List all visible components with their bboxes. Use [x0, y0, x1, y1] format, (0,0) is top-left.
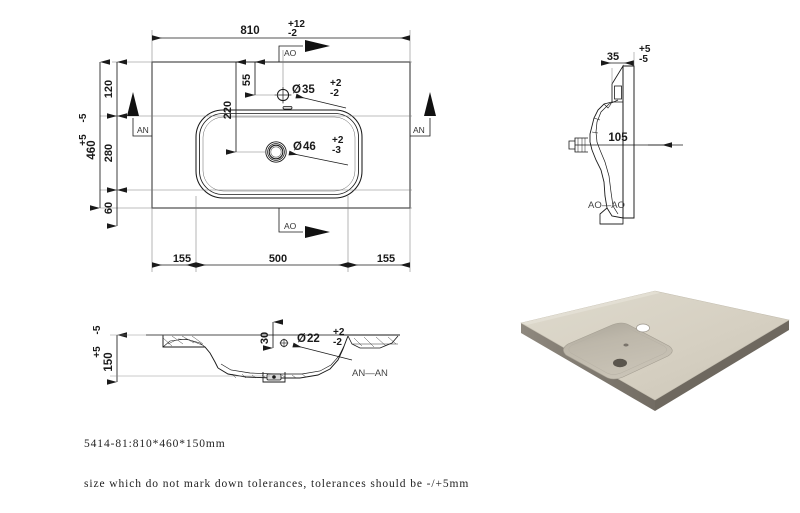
dim-width-center: 500	[196, 253, 348, 268]
dim-width-right-value: 155	[377, 253, 395, 265]
section-an-group: 150 +5 -5 30 Ø22 +2 -2 AN—AN	[92, 319, 400, 385]
render-bowl-recess	[563, 322, 673, 380]
callout-drain-hole: Ø46 +2 -3	[288, 135, 349, 166]
section-an-label: AN—AN	[352, 368, 388, 379]
dim-to-tap-hole-value: 55	[241, 74, 253, 86]
dim-back-rim: 35 +5 -5	[601, 44, 651, 84]
dim-overflow-offset-value: 30	[259, 332, 271, 344]
dim-width-left: 155	[152, 253, 196, 268]
dim-to-bowl: 220	[222, 59, 246, 155]
render-highlight	[521, 291, 660, 325]
dim-bowl-band: 280	[103, 113, 127, 193]
overflow-value: 22	[307, 333, 320, 345]
overflow-slot	[282, 106, 293, 110]
dim-depth-tol-upper: +5	[78, 134, 89, 146]
isometric-render-group	[520, 290, 790, 411]
callout-overflow-label: Ø22	[297, 333, 320, 345]
dim-depth-value: 460	[86, 140, 98, 159]
dim-width-right: 155	[348, 253, 410, 268]
section-marker-ao-bottom: AO	[278, 208, 330, 238]
dim-back-rim-value: 35	[607, 51, 619, 63]
dim-width-tol-upper: +12	[288, 19, 305, 30]
bowl-outline	[195, 109, 363, 199]
section-marker-ao-top-label: AO	[284, 48, 297, 58]
dim-section-height: 150 +5 -5	[92, 325, 340, 385]
dim-width-value: 810	[240, 25, 259, 37]
callout-overflow-hole: Ø22 +2 -2	[279, 327, 353, 361]
top-view-extension-lines	[100, 30, 412, 272]
dim-back-band-value: 60	[103, 202, 115, 214]
dim-back-band: 60	[103, 187, 127, 229]
dim-back-rim-tol-upper: +5	[639, 44, 651, 55]
dim-overflow-offset: 30	[259, 319, 283, 351]
tap-hole-tol-lower: -2	[330, 88, 339, 99]
dim-depth-tol-lower: -5	[78, 113, 89, 122]
drain-hole-tol-lower: -3	[332, 145, 341, 156]
section-ao-group: 35 +5 -5 105 AO—AO	[568, 44, 683, 225]
top-view-outline	[151, 61, 411, 209]
section-marker-ao-top: AO	[278, 40, 330, 62]
dim-section-height-tol-upper: +5	[92, 346, 103, 358]
dim-front-band-value: 120	[103, 80, 115, 98]
callout-drain-hole-label: Ø46	[293, 141, 316, 153]
dim-width-tol-lower: -2	[288, 28, 297, 39]
render-drain-hole	[613, 358, 627, 368]
callout-tap-hole: Ø35 +2 -2	[292, 78, 347, 109]
dim-height-to-drain: 105	[575, 132, 683, 148]
section-ao-profile	[568, 64, 635, 225]
drain-hole-top	[265, 141, 287, 163]
section-marker-an-left-label: AN	[137, 125, 149, 135]
tap-hole-tol-upper: +2	[330, 78, 342, 89]
render-overflow-slot	[623, 343, 629, 347]
dim-bowl-band-value: 280	[103, 144, 115, 162]
section-ao-label: AO—AO	[588, 200, 625, 211]
tap-hole-value: 35	[302, 84, 315, 96]
section-marker-an-right-label: AN	[413, 125, 425, 135]
overflow-symbol: Ø	[297, 333, 306, 345]
dim-to-tap-hole: 55	[241, 59, 265, 98]
tap-hole-symbol: Ø	[292, 84, 301, 96]
top-view-group: 810 +12 -2 460 +5 -5 120 280	[78, 19, 436, 272]
section-marker-an-right: AN	[410, 92, 436, 137]
dim-section-height-value: 150	[103, 352, 115, 371]
section-marker-an-left: AN	[127, 92, 152, 137]
render-edge-front	[655, 320, 789, 411]
callout-tap-hole-label: Ø35	[292, 84, 315, 96]
section-marker-ao-bottom-label: AO	[284, 221, 297, 231]
drain-hole-value: 46	[303, 141, 316, 153]
dim-height-to-drain-value: 105	[608, 132, 628, 144]
render-tap-hole	[636, 323, 650, 333]
overflow-tol-lower: -2	[333, 337, 342, 348]
overflow-tol-upper: +2	[333, 327, 345, 338]
drain-hole-symbol: Ø	[293, 141, 302, 153]
dim-overall-width: 810 +12 -2	[152, 19, 410, 41]
render-bowl-inner-edge	[568, 326, 667, 375]
dim-back-rim-tol-lower: -5	[639, 54, 648, 65]
dim-to-bowl-value: 220	[222, 101, 234, 119]
dim-width-left-value: 155	[173, 253, 191, 265]
dim-section-height-tol-lower: -5	[92, 325, 103, 334]
dim-front-band: 120	[103, 59, 127, 119]
dim-width-center-value: 500	[269, 253, 287, 265]
dim-overall-depth: 460 +5 -5	[78, 59, 110, 211]
drain-hole-tol-upper: +2	[332, 135, 344, 146]
